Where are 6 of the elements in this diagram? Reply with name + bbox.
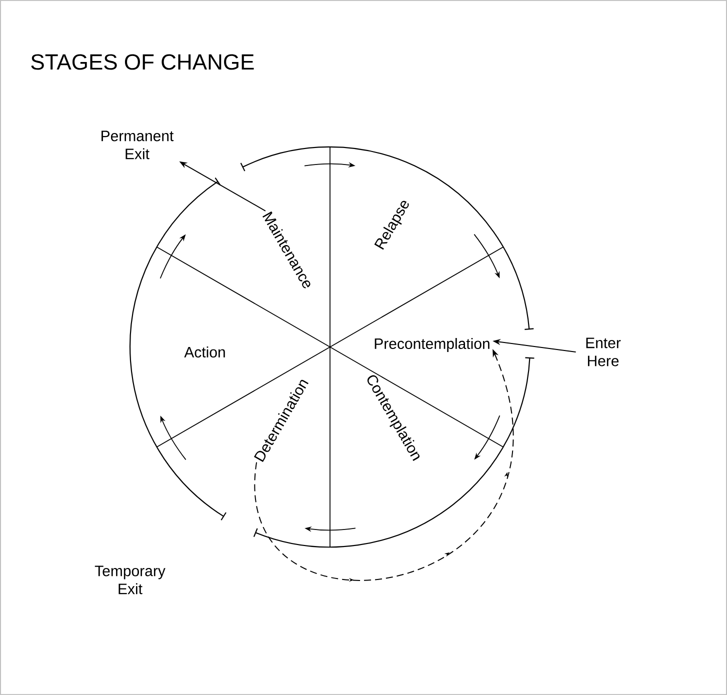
stage-label: Precontemplation — [374, 338, 490, 352]
exit-label: Temporary Exit — [94, 566, 166, 594]
exit-label: Permanent Exit — [102, 130, 174, 160]
title: STAGES OF CHANGE — [31, 54, 254, 70]
entry-label: Enter Here — [586, 338, 621, 366]
stage-label: Action — [184, 346, 225, 358]
